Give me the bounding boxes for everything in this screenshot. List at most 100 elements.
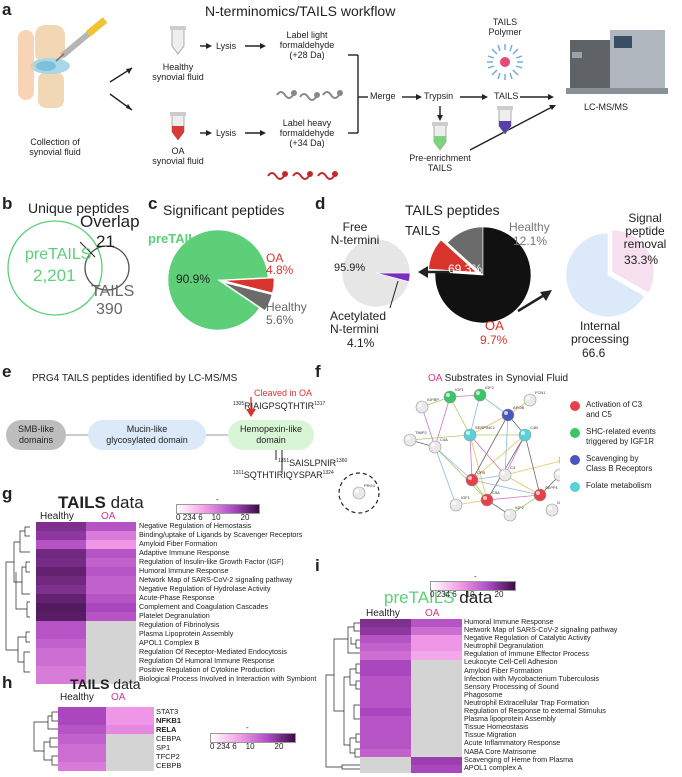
heatmap-cell-oa bbox=[86, 585, 136, 594]
network-node-highlight bbox=[521, 431, 525, 435]
network-node bbox=[498, 468, 512, 482]
g-heatmap bbox=[36, 522, 136, 684]
heatmap-row bbox=[360, 691, 462, 701]
significant-peptides-pie bbox=[167, 229, 275, 331]
heatmap-row bbox=[58, 725, 154, 735]
network-edge bbox=[434, 396, 451, 448]
network-node bbox=[545, 503, 559, 517]
heatmap-term: Binding/uptake of Ligands by Scavenger R… bbox=[139, 530, 303, 539]
network-edge bbox=[469, 434, 473, 481]
network-edge bbox=[421, 406, 436, 448]
heatmap-cell-oa bbox=[86, 621, 136, 630]
heatmap-cell-oa bbox=[86, 648, 136, 657]
heatmap-cell-oa bbox=[411, 683, 462, 692]
network-edge bbox=[504, 434, 526, 476]
heatmap-cell-oa bbox=[411, 667, 462, 676]
heatmap-cell-healthy bbox=[58, 716, 106, 726]
heatmap-row bbox=[36, 522, 136, 531]
heatmap-term: Regulation of Fibrinolysis bbox=[139, 620, 220, 629]
h-scale-bar bbox=[210, 733, 296, 743]
network-node bbox=[443, 390, 457, 404]
network-node-highlight bbox=[536, 491, 540, 495]
heatmap-term: Positive Regulation of Cytokine Producti… bbox=[139, 665, 275, 674]
heatmap-row bbox=[360, 619, 462, 628]
heatmap-cell-oa bbox=[86, 639, 136, 648]
heatmap-term: Humoral Immune Response bbox=[139, 566, 229, 575]
string-network: IGF1IGF2FCN1IGFBPAPOBTIMD4SOD3TIMP2SERPI… bbox=[338, 385, 560, 522]
heatmap-cell-healthy bbox=[360, 740, 411, 749]
network-edge bbox=[471, 414, 509, 481]
pie-label-oa: OA bbox=[266, 251, 284, 265]
domain-connectors bbox=[66, 434, 228, 436]
acetylated-value: 4.1% bbox=[347, 336, 375, 350]
heatmap-term: Leukocyte Cell-Cell Adhesion bbox=[464, 657, 558, 667]
panel-letter-c: c bbox=[148, 194, 158, 213]
heatmap-cell-healthy bbox=[360, 651, 411, 660]
network-node bbox=[501, 408, 515, 422]
network-node bbox=[558, 456, 560, 464]
heatmap-cell-healthy bbox=[360, 748, 411, 757]
heatmap-row bbox=[36, 666, 136, 675]
heatmap-row bbox=[360, 651, 462, 660]
network-node-highlight bbox=[431, 443, 435, 447]
heatmap-term: Sensory Processing of Sound bbox=[464, 681, 559, 691]
pie-value-pretails: 90.9% bbox=[176, 272, 211, 286]
pie-slice-pretails bbox=[167, 229, 269, 331]
network-node bbox=[533, 488, 547, 502]
network-node-label: APOB bbox=[513, 405, 524, 410]
network-node-highlight bbox=[556, 471, 560, 475]
heatmap-term: Negative Regulation of Catalytic Activit… bbox=[464, 633, 591, 643]
healthy-value: 12.1% bbox=[513, 234, 548, 248]
heatmap-cell-oa bbox=[106, 707, 154, 717]
legend-dot bbox=[570, 455, 580, 465]
tails-value: 390 bbox=[96, 301, 123, 318]
significant-peptides-title: Significant peptides bbox=[163, 202, 285, 218]
overlap-value: 21 bbox=[96, 232, 115, 251]
network-node-highlight bbox=[526, 396, 530, 400]
heatmap-row bbox=[36, 657, 136, 666]
venn-tails-circle bbox=[84, 245, 130, 291]
heatmap-term: Regulation Of Receptor-Mediated Endocyto… bbox=[139, 647, 287, 656]
heatmap-cell-oa bbox=[411, 756, 462, 765]
heatmap-row bbox=[360, 748, 462, 757]
heatmap-cell-healthy bbox=[36, 576, 86, 585]
heatmap-cell-healthy bbox=[36, 621, 86, 630]
network-node bbox=[463, 428, 477, 442]
heatmap-cell-healthy bbox=[58, 743, 106, 753]
heatmap-cell-healthy bbox=[36, 585, 86, 594]
heatmap-row bbox=[360, 732, 462, 741]
network-edge bbox=[504, 474, 541, 496]
tails-label: TAILS bbox=[405, 223, 441, 238]
heatmap-cell-oa bbox=[86, 531, 136, 540]
network-node-label: C5A bbox=[492, 490, 500, 495]
i-scale-bar bbox=[430, 581, 516, 591]
heatmap-cell-healthy bbox=[36, 657, 86, 666]
pie-label-healthy: Healthy bbox=[266, 300, 307, 314]
heatmap-cell-oa bbox=[411, 700, 462, 709]
heatmap-term: Humoral Immune Response bbox=[464, 617, 554, 626]
heatmap-cell-oa bbox=[411, 708, 462, 717]
heatmap-row bbox=[360, 635, 462, 644]
heatmap-row bbox=[36, 567, 136, 576]
tails-step-label: TAILS bbox=[494, 91, 519, 101]
knee-joint-icon bbox=[18, 25, 70, 108]
peptide-2: 1351SAISLPNIR1360 bbox=[278, 458, 348, 468]
heatmap-cell-healthy bbox=[360, 756, 411, 765]
heatmap-cell-healthy bbox=[36, 549, 86, 558]
heatmap-term: Acute-Phase Response bbox=[139, 593, 215, 602]
heatmap-term: Neutrophil Degranulation bbox=[464, 641, 544, 651]
network-node-highlight bbox=[548, 506, 552, 510]
heatmap-row bbox=[36, 630, 136, 639]
tails-polymer-icon bbox=[487, 44, 523, 80]
heatmap-row bbox=[360, 740, 462, 749]
heatmap-cell-healthy bbox=[360, 716, 411, 725]
heatmap-cell-oa bbox=[411, 740, 462, 749]
network-node-label: IGF1 bbox=[455, 387, 465, 392]
heatmap-cell-healthy bbox=[58, 707, 106, 717]
heatmap-term: Platelet Degranulation bbox=[139, 611, 210, 620]
oa-value: 9.7% bbox=[480, 333, 508, 347]
